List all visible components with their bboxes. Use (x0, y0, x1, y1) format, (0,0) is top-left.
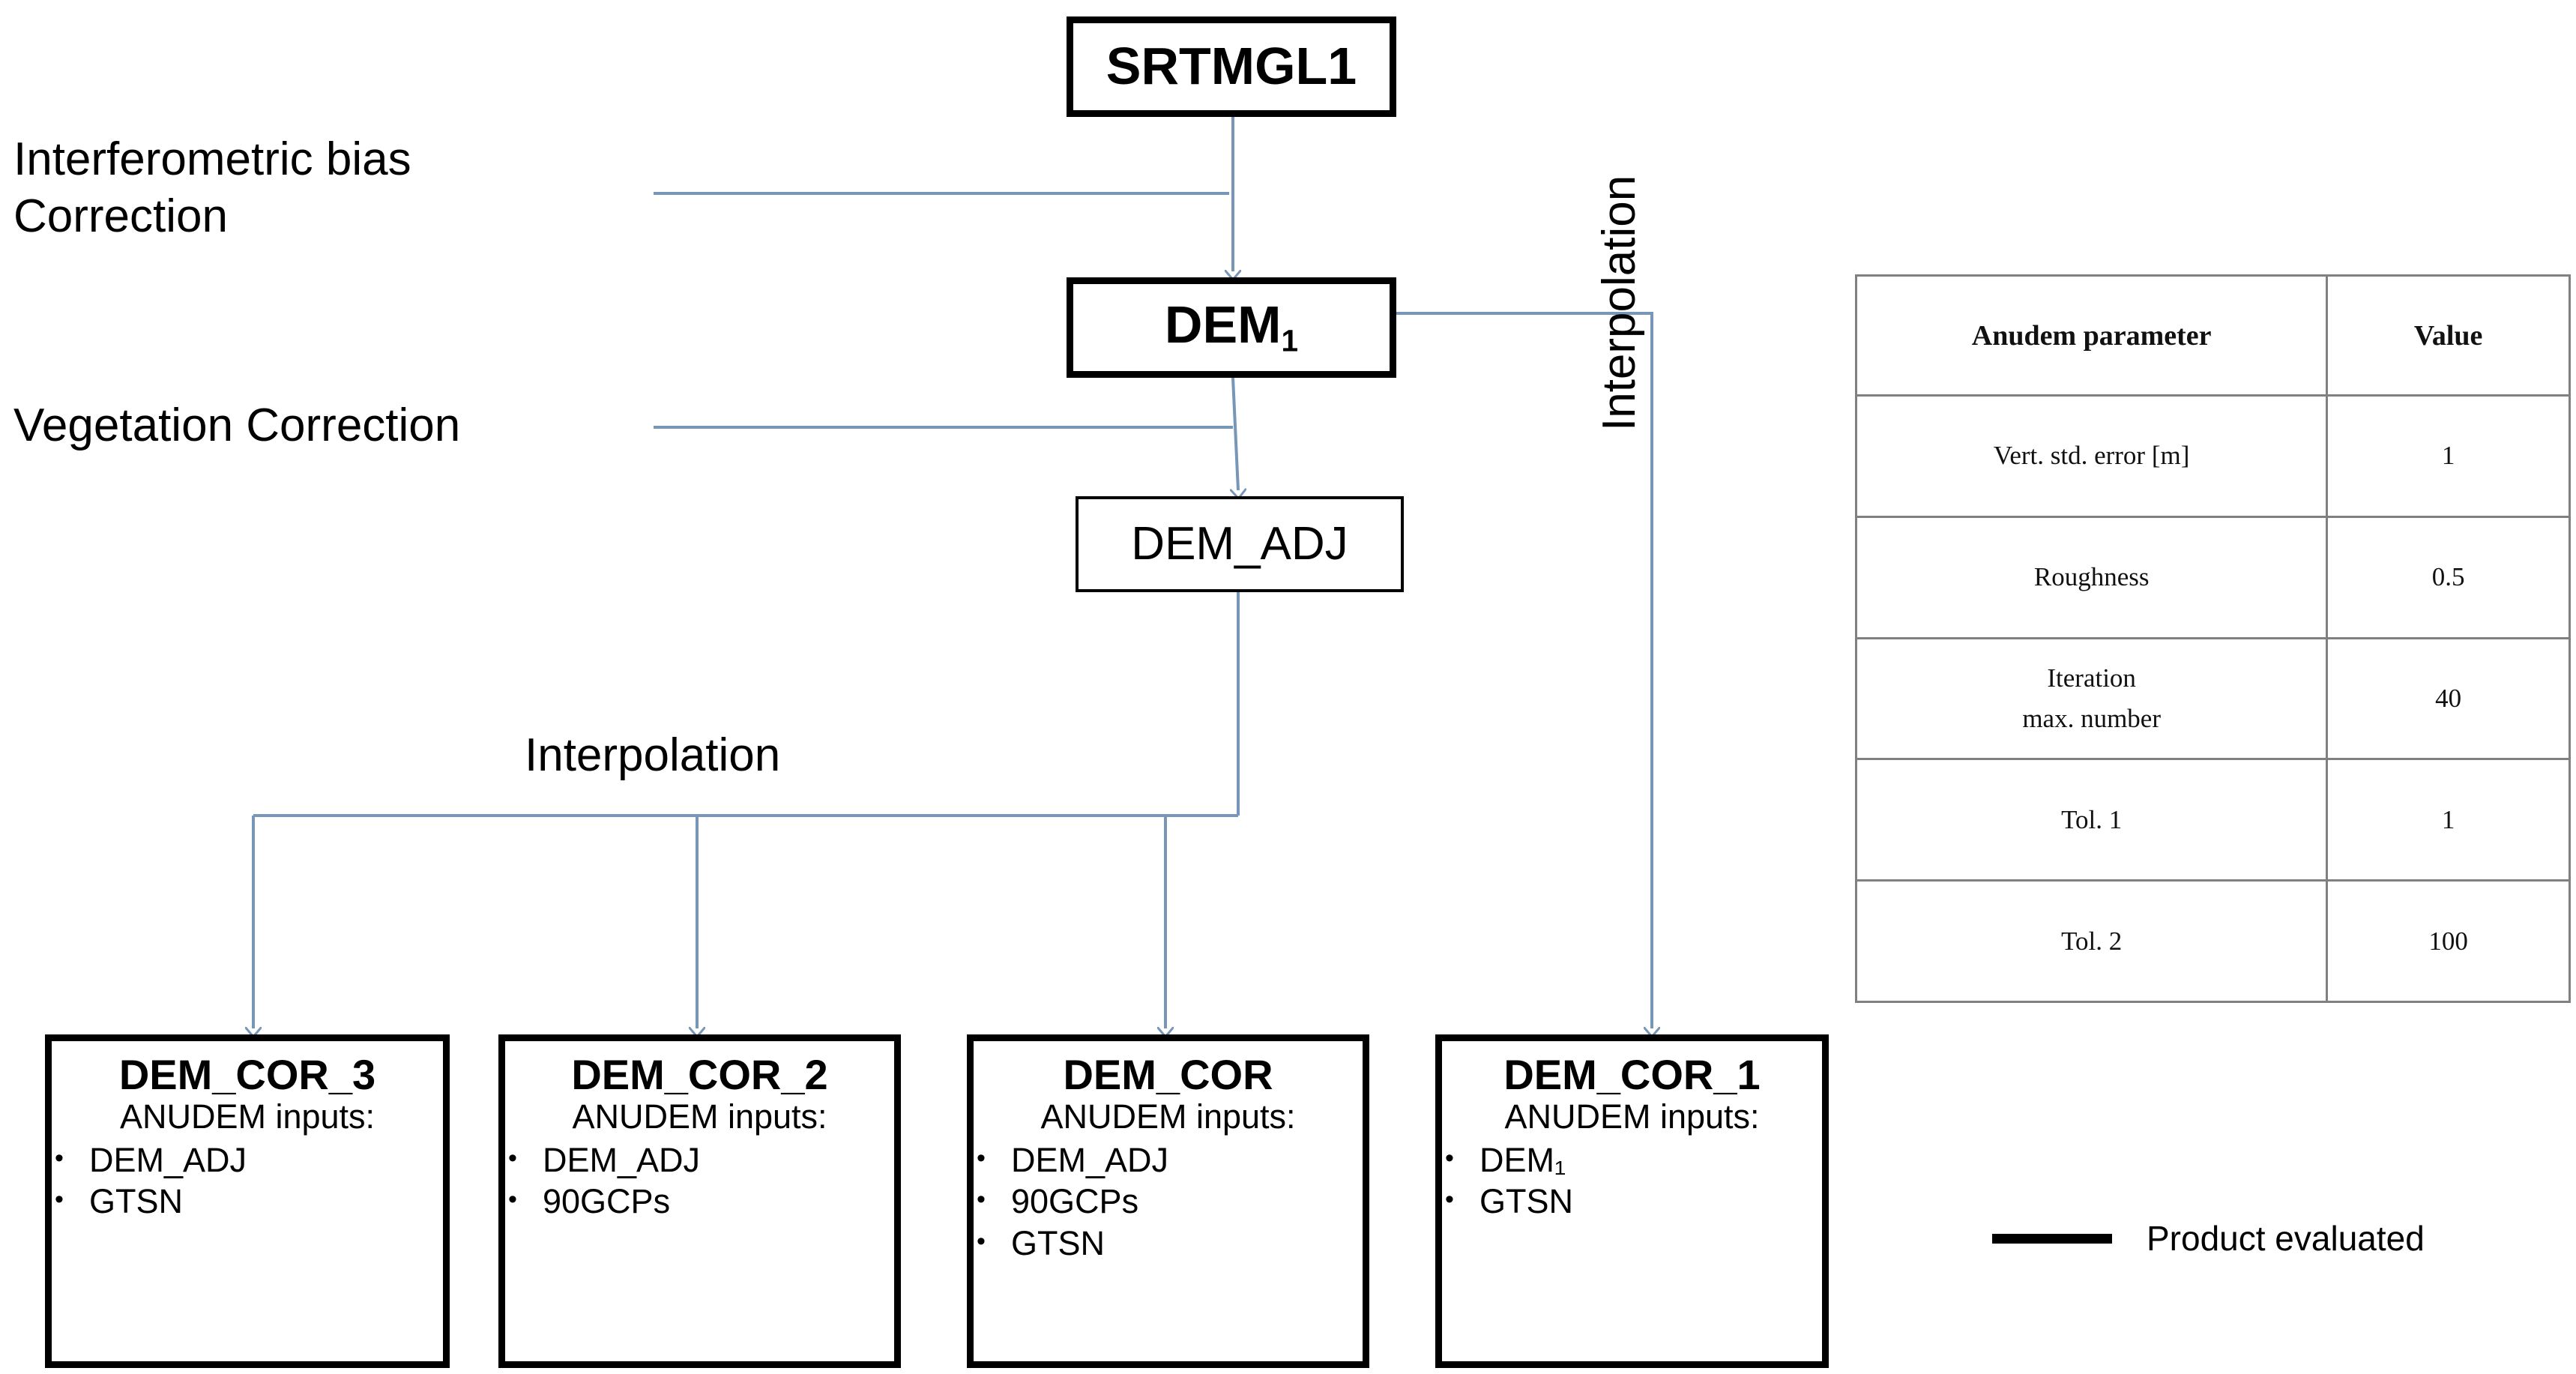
node-dem-cor-3-subtitle: ANUDEM inputs: (119, 1097, 375, 1136)
node-dem1-label-main: DEM (1164, 295, 1282, 355)
param-value: 40 (2326, 636, 2571, 761)
node-dem1-label-sub: 1 (1281, 323, 1299, 358)
input-label: DEM_ADJ (543, 1141, 701, 1180)
bullet-icon: • (55, 1185, 64, 1214)
table-row: Roughness 0.5 (1854, 515, 2571, 639)
bullet-icon: • (977, 1226, 986, 1256)
input-label: 90GCPs (1011, 1182, 1139, 1221)
bullet-icon: • (508, 1185, 517, 1214)
list-item: • DEM_ADJ (55, 1140, 443, 1180)
node-dem-adj[interactable]: DEM_ADJ (1076, 496, 1404, 592)
legend: Product evaluated (1992, 1218, 2425, 1259)
node-dem-cor-1[interactable]: DEM_COR_1 ANUDEM inputs: • DEM₁ • GTSN (1435, 1034, 1829, 1368)
bullet-icon: • (55, 1144, 64, 1173)
node-dem-cor-1-title: DEM_COR_1 (1503, 1051, 1761, 1098)
input-label: GTSN (1011, 1223, 1105, 1262)
input-label: DEM_ADJ (1011, 1141, 1169, 1180)
node-dem-cor-2-input-list: • DEM_ADJ • 90GCPs (505, 1139, 894, 1223)
param-name: Roughness (1854, 515, 2329, 639)
node-srtmgl1[interactable]: SRTMGL1 (1067, 16, 1396, 117)
node-dem-cor-1-input-list: • DEM₁ • GTSN (1442, 1139, 1822, 1223)
bullet-icon: • (977, 1185, 986, 1214)
process-label-interpolation-horizontal: Interpolation (525, 729, 781, 781)
legend-swatch-thick-border (1992, 1233, 2112, 1244)
node-dem-cor-2-title: DEM_COR_2 (571, 1051, 828, 1098)
table-row: Tol. 2 100 (1854, 879, 2571, 1003)
node-dem-cor-title: DEM_COR (1063, 1051, 1273, 1098)
node-dem-cor-3-title: DEM_COR_3 (118, 1051, 376, 1098)
param-value: 1 (2326, 758, 2571, 882)
list-item: • DEM_ADJ (508, 1140, 894, 1180)
node-dem-cor-subtitle: ANUDEM inputs: (1040, 1097, 1296, 1136)
node-dem-cor-3[interactable]: DEM_COR_3 ANUDEM inputs: • DEM_ADJ • GTSN (45, 1034, 450, 1368)
node-dem-cor-2[interactable]: DEM_COR_2 ANUDEM inputs: • DEM_ADJ • 90GCP… (498, 1034, 901, 1368)
table-header-value: Value (2326, 274, 2571, 397)
table-row: Tol. 1 1 (1854, 758, 2571, 882)
input-label: DEM₁ (1479, 1141, 1566, 1180)
bullet-icon: • (1445, 1144, 1454, 1173)
list-item: • GTSN (55, 1181, 443, 1221)
node-dem-cor-2-subtitle: ANUDEM inputs: (572, 1097, 827, 1136)
node-dem-cor[interactable]: DEM_COR ANUDEM inputs: • DEM_ADJ • 90GCPs … (967, 1034, 1369, 1368)
table-header-row: Anudem parameter Value (1854, 274, 2571, 397)
param-value: 1 (2326, 394, 2571, 518)
node-dem1[interactable]: DEM1 (1067, 277, 1396, 378)
node-srtmgl1-label: SRTMGL1 (1105, 37, 1357, 96)
node-dem-cor-1-subtitle: ANUDEM inputs: (1504, 1097, 1760, 1136)
list-item: • DEM₁ (1445, 1140, 1822, 1180)
table-header-parameter: Anudem parameter (1854, 274, 2329, 397)
param-name: Tol. 2 (1854, 879, 2329, 1003)
anudem-parameter-table: Anudem parameter Value Vert. std. error … (1854, 274, 2571, 1003)
node-dem1-label: DEM1 (1165, 298, 1298, 357)
bullet-icon: • (508, 1144, 517, 1173)
process-label-vegetation-correction: Vegetation Correction (13, 400, 461, 451)
input-label: DEM_ADJ (89, 1141, 247, 1180)
edge-dem1-to-demadj (1233, 377, 1238, 490)
list-item: • DEM_ADJ (977, 1140, 1363, 1180)
list-item: • GTSN (977, 1223, 1363, 1263)
bullet-icon: • (1445, 1185, 1454, 1214)
param-name: Tol. 1 (1854, 758, 2329, 882)
input-label: GTSN (1479, 1182, 1574, 1221)
bullet-icon: • (977, 1144, 986, 1173)
node-dem-adj-label: DEM_ADJ (1131, 518, 1348, 570)
list-item: • 90GCPs (977, 1181, 1363, 1221)
legend-label: Product evaluated (2147, 1219, 2425, 1258)
list-item: • 90GCPs (508, 1181, 894, 1221)
param-value: 100 (2326, 879, 2571, 1003)
param-name: Vert. std. error [m] (1854, 394, 2329, 518)
node-dem-cor-input-list: • DEM_ADJ • 90GCPs • GTSN (974, 1139, 1363, 1264)
process-label-interpolation-vertical: Interpolation (1593, 175, 1645, 431)
input-label: GTSN (89, 1182, 184, 1221)
edge-dem1-to-cor1 (1396, 312, 1652, 1028)
param-value: 0.5 (2326, 515, 2571, 639)
list-item: • GTSN (1445, 1181, 1822, 1221)
table-row: Vert. std. error [m] 1 (1854, 394, 2571, 518)
input-label: 90GCPs (543, 1182, 671, 1221)
node-dem-cor-3-input-list: • DEM_ADJ • GTSN (52, 1139, 443, 1223)
